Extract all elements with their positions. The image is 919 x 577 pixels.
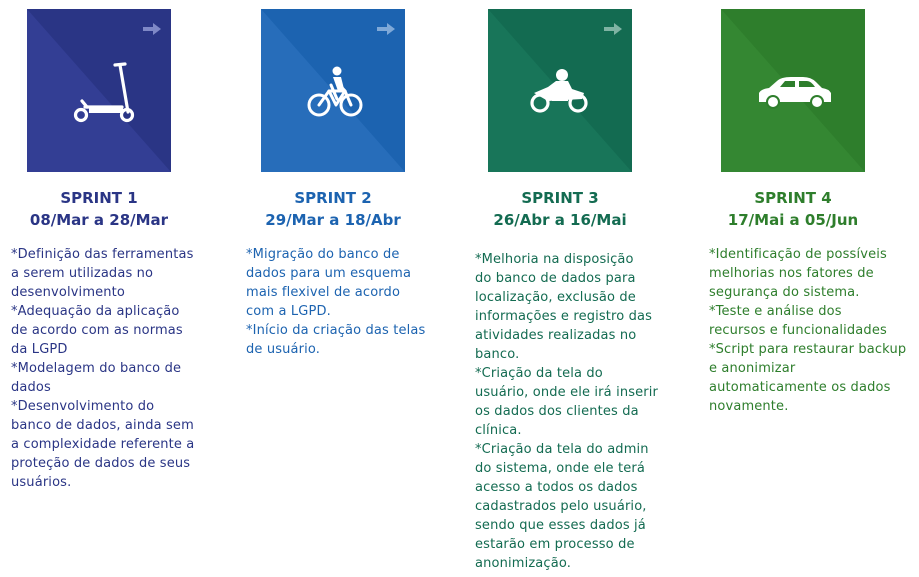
sprint-3-title: SPRINT 3 26/Abr a 16/Mai (470, 187, 650, 231)
sprint-1-description: *Definição das ferramentas a serem utili… (11, 247, 195, 490)
arrow-right-icon (604, 23, 622, 35)
sprint-4-tile (721, 9, 865, 172)
arrow-right-icon (377, 23, 395, 35)
sprint-4-label: SPRINT 4 (754, 189, 832, 207)
sprint-1-tile (27, 9, 171, 172)
sprint-3-label: SPRINT 3 (521, 189, 599, 207)
arrow-right-icon (143, 23, 161, 35)
sprint-2-label: SPRINT 2 (294, 189, 372, 207)
sprint-2-dates: 29/Mar a 18/Abr (265, 211, 401, 229)
scooter-icon (73, 62, 135, 123)
sprint-1-label: SPRINT 1 (60, 189, 138, 207)
sprint-2-description: *Migração do banco de dados para um esqu… (246, 247, 426, 357)
motorcycle-icon (530, 69, 588, 113)
sprint-4-dates: 17/Mai a 05/Jun (727, 211, 859, 229)
car-icon (759, 77, 831, 109)
sprint-4-title: SPRINT 4 17/Mai a 05/Jun (703, 187, 883, 231)
sprint-1-dates: 08/Mar a 28/Mar (29, 211, 169, 229)
sprint-1-tile-sheen (27, 9, 171, 172)
sprint-2-tile (261, 9, 405, 172)
sprint-4-description: *Identificação de possíveis melhorias no… (709, 247, 907, 414)
sprint-1-title: SPRINT 1 08/Mar a 28/Mar (9, 187, 189, 231)
sprint-3-dates: 26/Abr a 16/Mai (493, 211, 627, 229)
bicycle-icon (307, 66, 363, 117)
sprint-2-title: SPRINT 2 29/Mar a 18/Abr (243, 187, 423, 231)
sprint-3-description: *Melhoria na disposição do banco de dado… (475, 252, 659, 571)
sprint-3-tile (488, 9, 632, 172)
